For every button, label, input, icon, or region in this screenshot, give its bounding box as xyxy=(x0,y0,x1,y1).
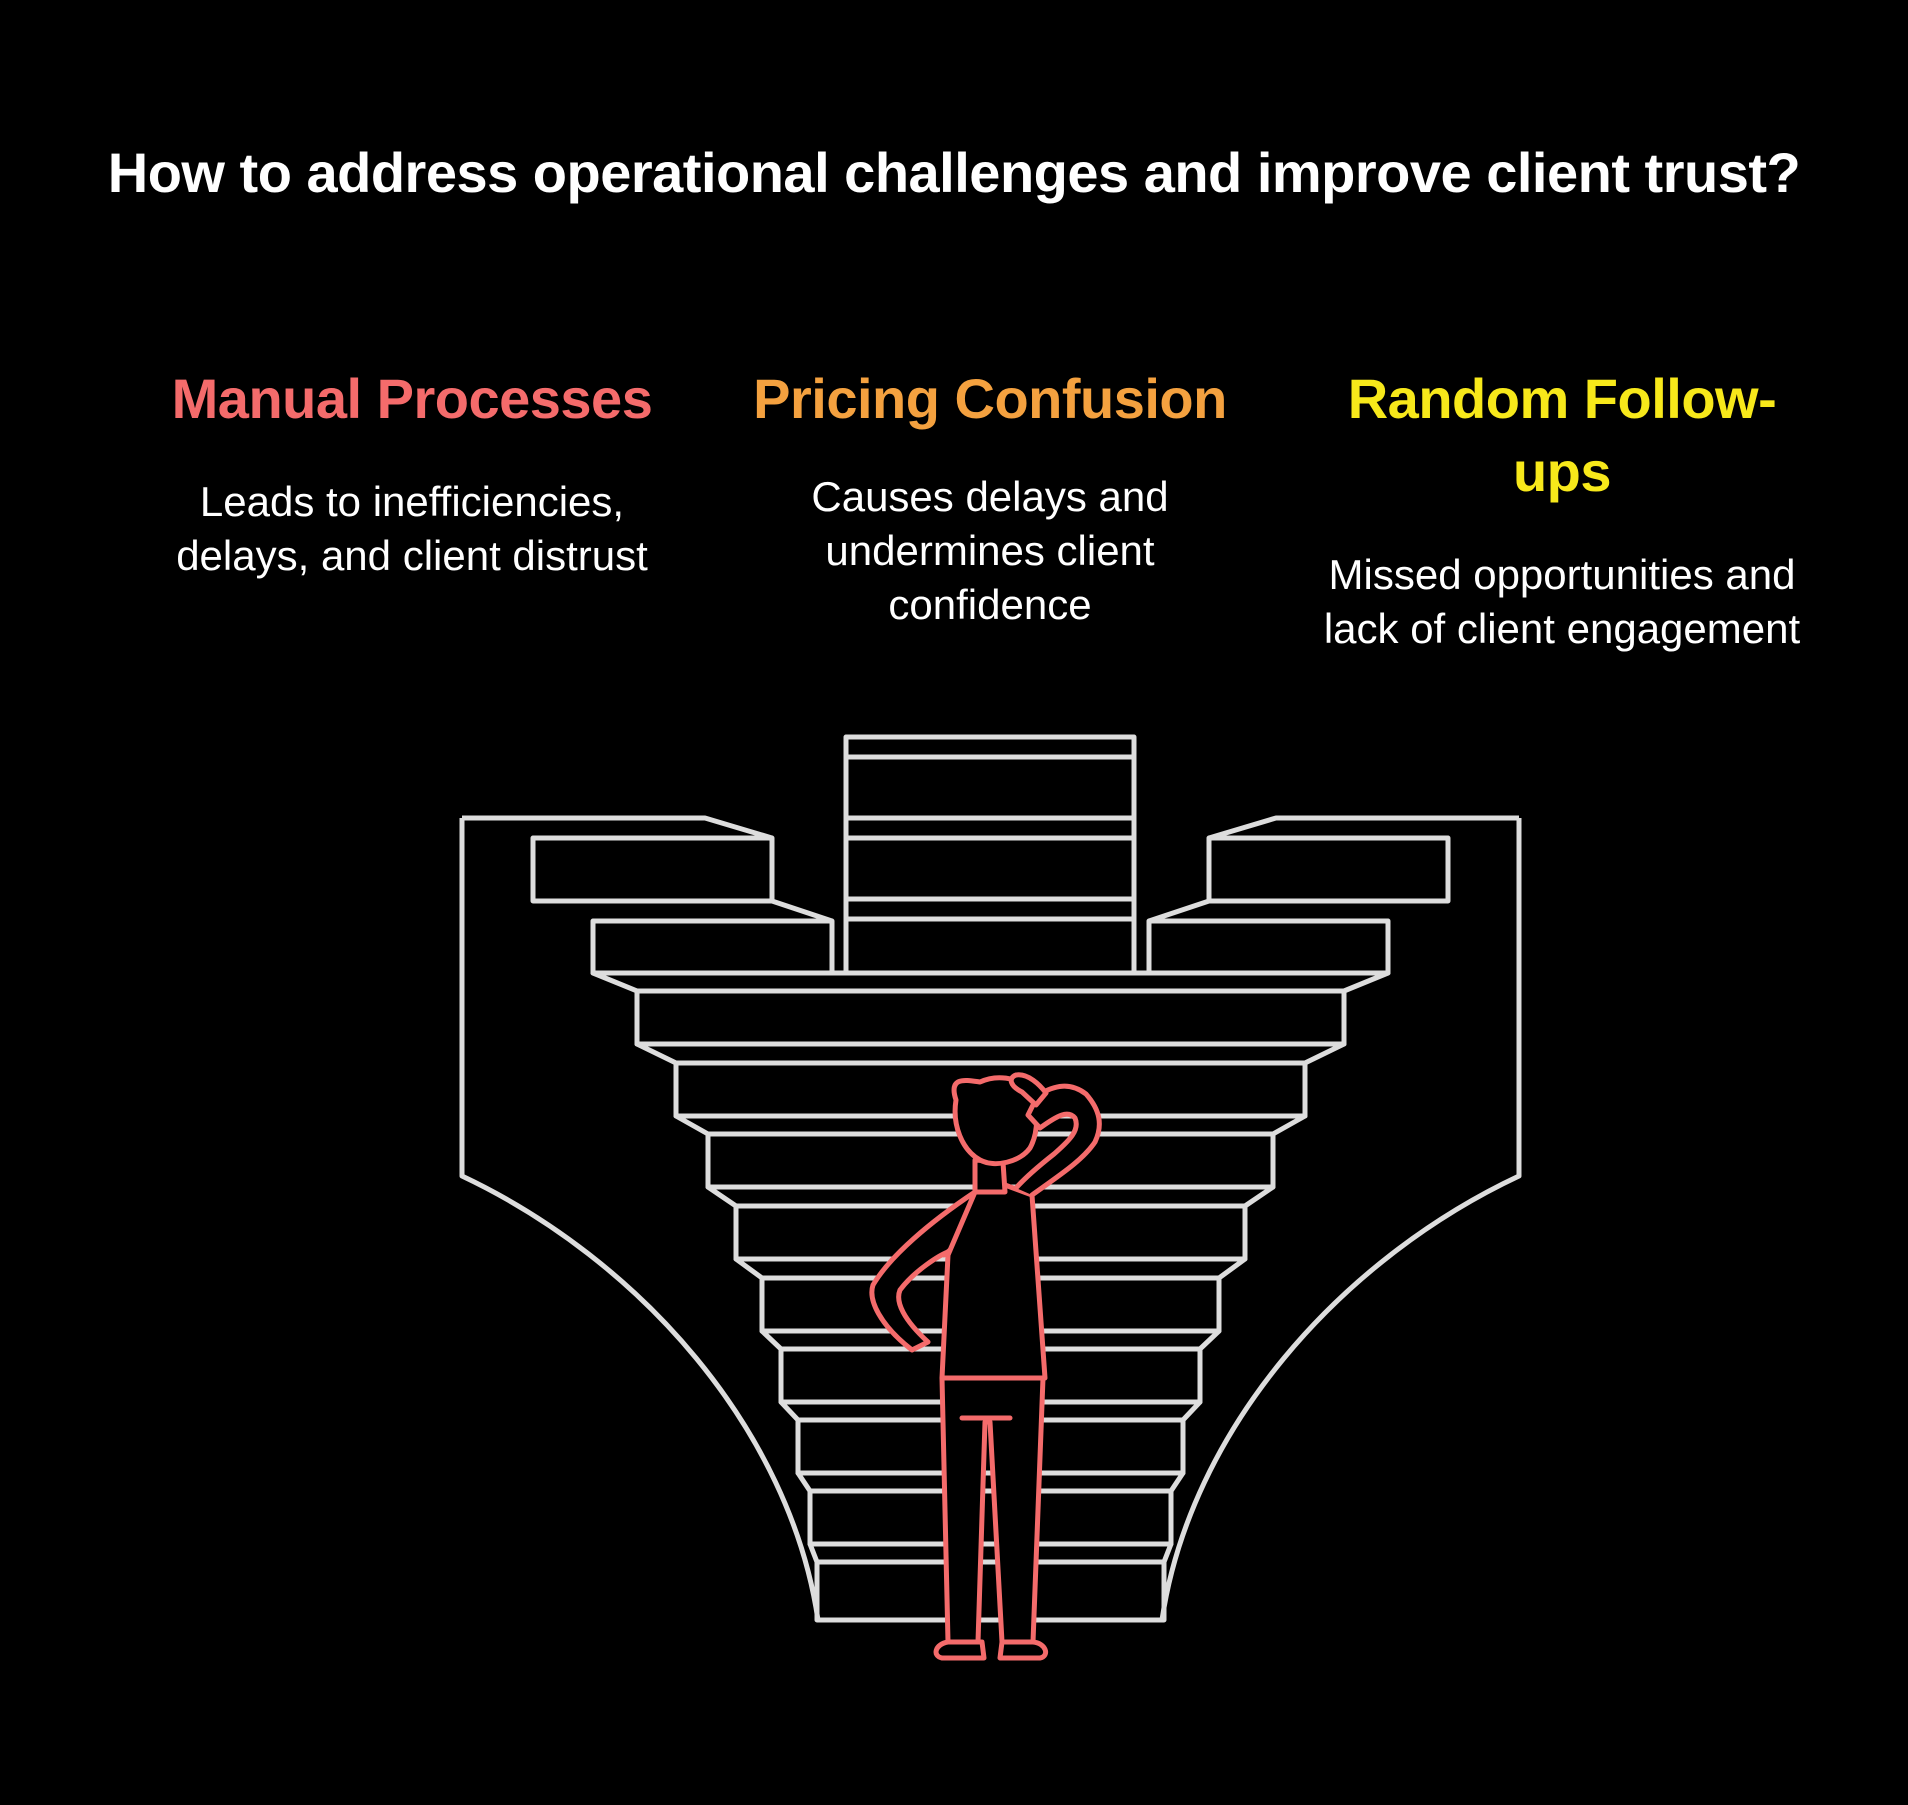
page-title: How to address operational challenges an… xyxy=(107,141,1801,204)
column-heading: Manual Processes xyxy=(171,367,653,430)
column-heading: Random Follow-ups xyxy=(1347,367,1777,503)
column-description: Missed opportunities and lack of client … xyxy=(1323,551,1801,652)
column-description: Leads to inefficiencies, delays, and cli… xyxy=(176,478,648,579)
funnel-left-wall xyxy=(459,818,821,1621)
column-random-follow-ups: Random Follow-ups Missed opportunities a… xyxy=(1302,362,1822,656)
thinking-person-icon xyxy=(869,1072,1102,1661)
column-manual-processes: Manual Processes Leads to inefficiencies… xyxy=(152,362,672,583)
column-pricing-confusion: Pricing Confusion Causes delays and unde… xyxy=(730,362,1250,632)
funnel-right-wall xyxy=(1159,818,1522,1621)
column-description: Causes delays and undermines client conf… xyxy=(811,473,1169,628)
column-heading: Pricing Confusion xyxy=(753,367,1227,430)
